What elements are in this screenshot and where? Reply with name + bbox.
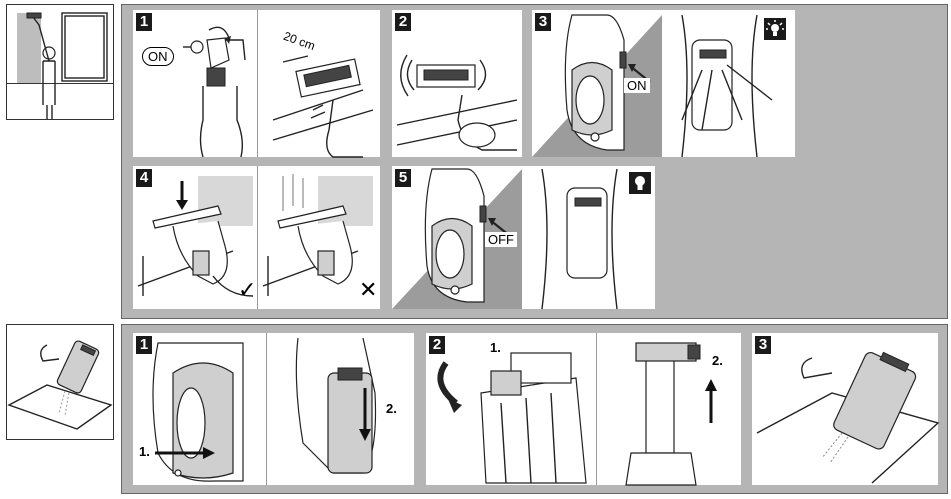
step5-tile: 5 OFF xyxy=(392,166,655,310)
lamp-off-icon xyxy=(629,172,651,194)
step1-tile: 1 ON 20 cm xyxy=(133,10,380,158)
step-number: 3 xyxy=(755,336,771,354)
step3-tile: 3 ON xyxy=(532,10,795,158)
s2-step1-tile: 1 1. 2. xyxy=(133,333,414,485)
spray-bottle-illustration xyxy=(183,26,374,158)
open-tank-cap-illustration xyxy=(437,342,717,486)
step4-tile: 4 ✓ ✕ xyxy=(133,166,380,309)
off-label: OFF xyxy=(485,232,517,247)
person-cleaning-window-illustration xyxy=(7,12,113,119)
step-number: 2 xyxy=(395,13,411,31)
substep-2-label: 2. xyxy=(386,401,397,416)
power-on-illustration xyxy=(532,14,773,158)
step-number: 2 xyxy=(429,336,445,354)
squeegee-technique-illustration xyxy=(137,174,373,297)
on-label: ON xyxy=(624,78,650,93)
substep-2-label: 2. xyxy=(712,353,723,368)
lamp-on-icon xyxy=(764,18,786,40)
step-number: 1 xyxy=(136,13,152,31)
section2-overview-illustration xyxy=(6,324,114,440)
s2-step2-tile: 2 1. 2. xyxy=(426,333,741,486)
remove-tank-illustration xyxy=(152,337,377,482)
wrong-mark: ✕ xyxy=(359,277,378,302)
step2-tile: 2 xyxy=(392,10,522,157)
correct-mark: ✓ xyxy=(238,277,257,302)
wiping-window-illustration xyxy=(396,54,518,151)
s2-step3-tile: 3 xyxy=(752,333,940,485)
empty-tank-illustration xyxy=(756,351,940,484)
substep-1-label: 1. xyxy=(139,444,150,459)
emptying-tank-illustration xyxy=(7,340,113,430)
step-number: 5 xyxy=(395,169,411,187)
section1-overview-illustration xyxy=(6,4,114,120)
step-number: 3 xyxy=(535,13,551,31)
power-off-illustration xyxy=(392,168,618,310)
substep-1-label: 1. xyxy=(490,340,501,355)
step-number: 1 xyxy=(136,336,152,354)
step-number: 4 xyxy=(136,169,152,187)
on-callout: ON xyxy=(142,47,174,66)
